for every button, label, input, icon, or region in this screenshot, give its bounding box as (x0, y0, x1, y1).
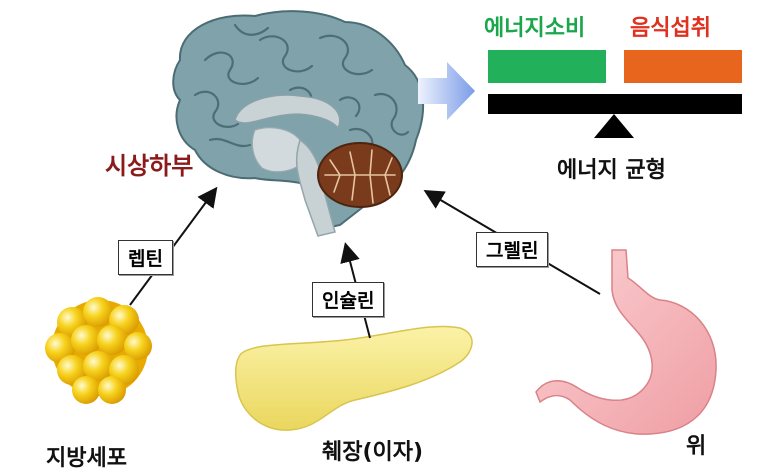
insulin-label: 인슐린 (312, 282, 385, 317)
food-intake-bar (624, 50, 742, 83)
leptin-label: 렙틴 (118, 240, 173, 275)
balance-scale-icon (488, 50, 742, 138)
output-arrow (418, 62, 475, 120)
stomach-label: 위 (686, 434, 707, 459)
adipocyte-label: 지방세포 (46, 446, 127, 471)
balance-fulcrum (594, 114, 634, 138)
balance-beam (488, 94, 742, 114)
brain-icon (172, 10, 425, 237)
energy-balance-label: 에너지 균형 (557, 158, 666, 183)
ghrelin-label: 그렐린 (476, 232, 549, 267)
stomach-icon (535, 249, 717, 435)
pancreas-label: 췌장(이자) (322, 440, 424, 465)
energy-expenditure-bar (488, 50, 606, 83)
hypothalamus-label: 시상하부 (105, 152, 194, 180)
energy-expenditure-label: 에너지소비 (484, 16, 586, 41)
food-intake-label: 음식섭취 (630, 16, 711, 41)
fat-cell-cluster-icon (45, 297, 152, 404)
pancreas-icon (234, 325, 473, 431)
